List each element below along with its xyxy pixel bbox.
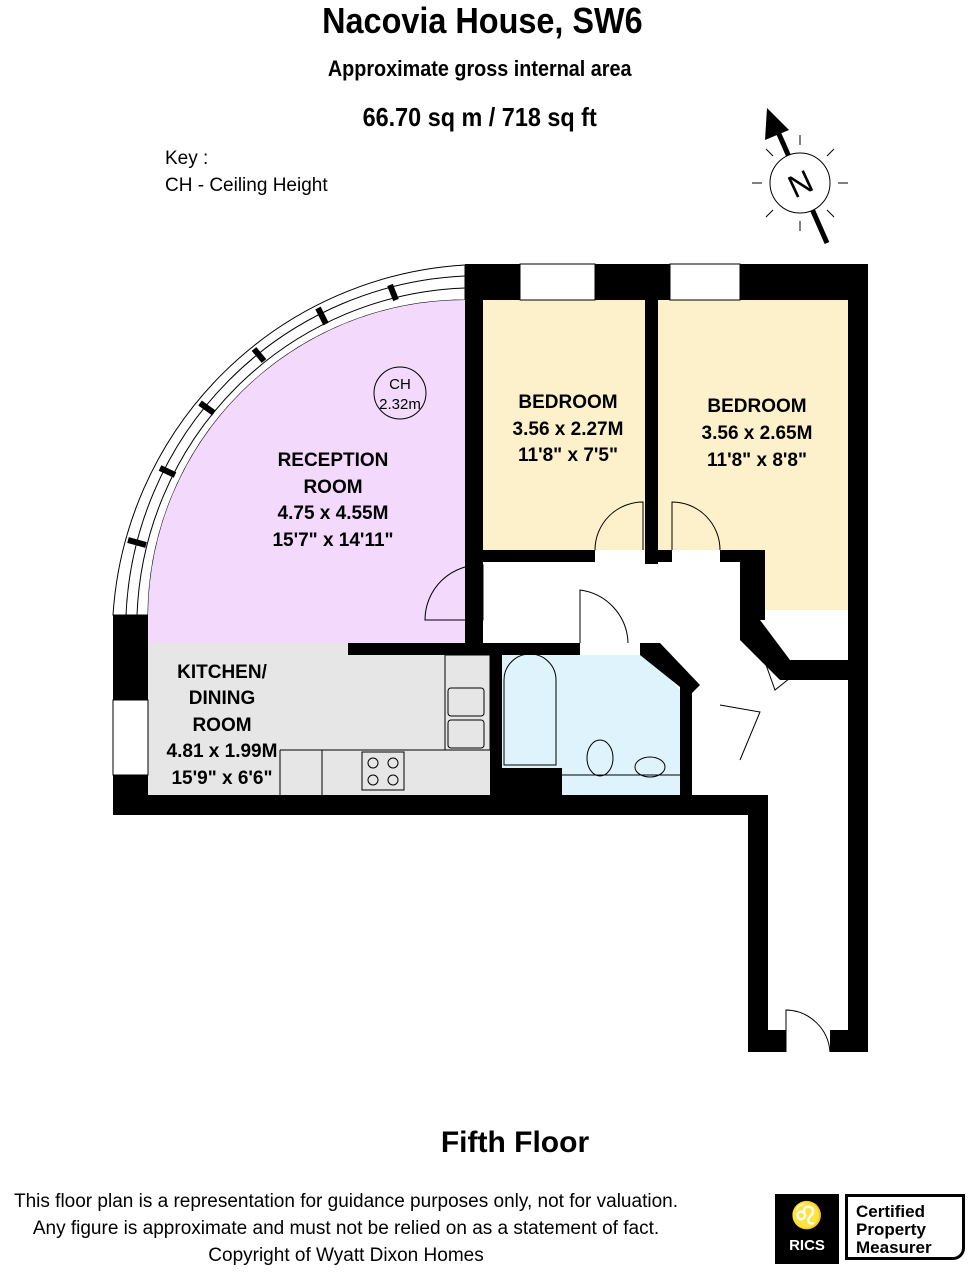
lion-icon: ♌	[790, 1200, 824, 1230]
svg-text:KITCHEN/: KITCHEN/	[177, 662, 267, 683]
ch-value: 2.32m	[379, 396, 421, 413]
svg-text:RECEPTION: RECEPTION	[278, 450, 389, 471]
room-label-reception: RECEPTION ROOM 4.75 x 4.55M 15'7" x 14'1…	[272, 450, 393, 551]
svg-text:15'9" x 6'6": 15'9" x 6'6"	[171, 768, 272, 789]
walls	[113, 264, 868, 1052]
gross-area: 66.70 sq m / 718 sq ft	[362, 102, 597, 132]
svg-text:DINING: DINING	[189, 688, 256, 709]
wardrobe	[765, 550, 848, 610]
svg-text:4.75 x 4.55M: 4.75 x 4.55M	[278, 503, 389, 524]
svg-text:BEDROOM: BEDROOM	[518, 392, 617, 413]
kitchen-dining-room	[148, 643, 490, 795]
key-item: CH - Ceiling Height	[165, 175, 328, 196]
svg-text:4.81 x 1.99M: 4.81 x 1.99M	[167, 741, 278, 762]
svg-text:11'8" x 8'8": 11'8" x 8'8"	[707, 450, 807, 471]
compass: N	[752, 108, 848, 245]
room-label-bedroom-2: BEDROOM 3.56 x 2.65M 11'8" x 8'8"	[702, 396, 813, 471]
svg-text:15'7" x 14'11": 15'7" x 14'11"	[272, 530, 393, 551]
svg-text:3.56 x 2.27M: 3.56 x 2.27M	[513, 419, 624, 440]
room-label-kitchen: KITCHEN/ DINING ROOM 4.81 x 1.99M 15'9" …	[167, 662, 278, 789]
copyright: Copyright of Wyatt Dixon Homes	[208, 1245, 484, 1266]
ch-label: CH	[389, 376, 411, 393]
area-subtitle: Approximate gross internal area	[327, 56, 632, 81]
property-title: Nacovia House, SW6	[322, 0, 643, 41]
disclaimer-line-2: Any figure is approximate and must not b…	[32, 1218, 660, 1239]
ceiling-height-marker	[373, 366, 427, 420]
svg-text:3.56 x 2.65M: 3.56 x 2.65M	[702, 423, 813, 444]
svg-text:11'8" x 7'5": 11'8" x 7'5"	[518, 445, 618, 466]
door-swings	[424, 501, 831, 1053]
floor-label: Fifth Floor	[440, 1126, 590, 1159]
key-heading: Key :	[165, 148, 209, 169]
fixtures	[279, 366, 680, 795]
floor-plan: CH 2.32m RECEPTION ROOM 4.75 x 4.55M 15'…	[112, 263, 868, 1053]
north-arrow-icon: N	[752, 108, 848, 245]
bathroom	[500, 655, 680, 795]
bedroom-2	[658, 300, 848, 550]
window-mullions	[127, 283, 399, 548]
room-label-bedroom-1: BEDROOM 3.56 x 2.27M 11'8" x 7'5"	[513, 392, 624, 466]
rics-logo: ♌ RICS	[775, 1194, 839, 1264]
disclaimer-line-1: This floor plan is a representation for …	[14, 1191, 678, 1212]
svg-text:ROOM: ROOM	[192, 715, 251, 736]
reception-room	[148, 300, 465, 643]
svg-text:BEDROOM: BEDROOM	[707, 396, 806, 417]
svg-text:ROOM: ROOM	[303, 477, 362, 498]
